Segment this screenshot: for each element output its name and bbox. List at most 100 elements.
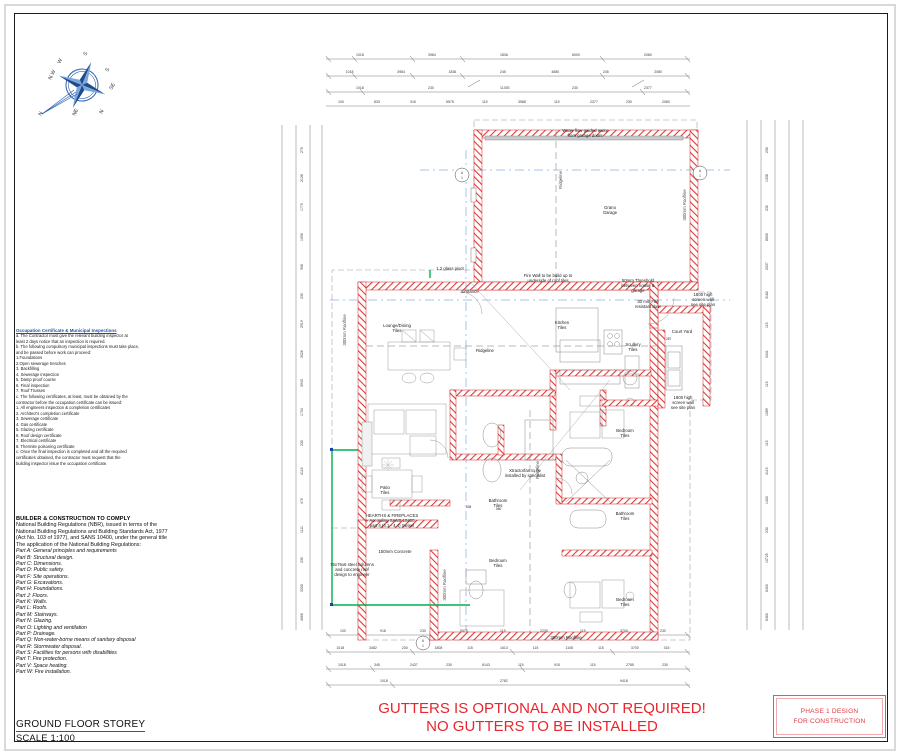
dimension-top_row4: 3588 [518, 100, 526, 104]
note-item: b. The following compulsory municipal in… [16, 344, 140, 350]
note-item: 5. Glazing certificate [16, 427, 54, 433]
banner-line-2: NO GUTTERS TO BE INSTALLED [426, 717, 658, 735]
dimension-bottom_row1: 230 [660, 629, 666, 633]
dimension-top_row4: 315 [410, 100, 416, 104]
dimension-bottom_row2: 3482 [369, 646, 377, 650]
annotation-hearths: HEARTHS & FIREPLACES According SANS 1040… [365, 513, 419, 529]
dimension-bottom_row2: 1018 [336, 646, 345, 650]
dimension-bottom_row2: 115 [532, 646, 539, 650]
builder-part-item: Part C: Dimensions. [16, 561, 63, 568]
svg-text:N: N [98, 109, 105, 115]
dimension-top_row3: 11393 [500, 86, 510, 90]
annotation-roofline-left: 300mm Roofline [342, 314, 347, 346]
dimension-left_col: 470 [300, 498, 304, 505]
dimension-bottom_row3: 115 [590, 663, 596, 667]
svg-text:S: S [104, 67, 111, 73]
builder-heading: BUILDER & CONSTRUCTION TO COMPLY [16, 516, 131, 522]
dimension-top_row4: 2080 [662, 100, 670, 104]
builder-paragraph-line: (Act No. 103 of 1977), and SANS 10400, u… [16, 535, 168, 542]
room-label-lounge: Lounge/Dining Tiles [383, 323, 411, 334]
note-item: 5. Damp proof course [16, 377, 56, 383]
dimension-left_col: 1111 [300, 526, 304, 534]
dimension-left_col: 1734 [300, 408, 304, 417]
dimension-top_row2: 1836 [448, 70, 457, 74]
dimension-right_col: 6460 [765, 613, 769, 622]
dimension-bottom_row1: 115 [580, 629, 586, 633]
room-label-bath1: Bathroom Tiles [488, 498, 508, 509]
dimension-bottom_row2: 1108 [565, 646, 573, 650]
note-item: 1.Foundations [16, 355, 43, 361]
note-item: c. The following certificates, at least,… [16, 394, 128, 400]
compass-rose: N W N.W S S SE N NE [30, 28, 130, 120]
notes-list: a. The Contractor must give the relevant… [16, 333, 212, 466]
dimension-bottom_row3: 6143 [482, 663, 490, 667]
dimension-left_col: 230 [300, 293, 304, 300]
dimension-left_col: 4116 [300, 467, 304, 475]
dimension-left_col: 1096 [300, 232, 304, 241]
dimension-right_col: 3441 [765, 349, 769, 358]
dimension-top_row4: 100 [338, 100, 344, 104]
annotation-ridge-low: Ridgeline [535, 461, 540, 479]
svg-text:1: 1 [699, 174, 701, 178]
svg-text:W: W [56, 58, 64, 65]
dimension-right_col: 6400 [765, 584, 769, 593]
dimension-bottom_row2: 115 [467, 646, 473, 650]
note-item: building inspector issue the occupation … [16, 460, 108, 466]
note-item: 2. Architect's completion certificate [16, 410, 80, 416]
svg-text:SE: SE [108, 82, 117, 91]
dimension-left_col: 4666 [300, 613, 304, 622]
annotation-ridgeline-main: Ridgeline [476, 348, 494, 353]
builder-part-item: Part L: Roofs. [16, 605, 48, 612]
dimension-left_col: 1775 [300, 203, 304, 212]
dimension-bottom_row3: 915 [554, 663, 560, 667]
dimension-top_row4: 230 [626, 100, 632, 104]
sheet-inner-border [14, 13, 888, 742]
annotation-entrance: Entrance [461, 289, 479, 294]
dimension-top_row2: 2080 [654, 70, 663, 74]
builder-part-item: Part F: Site operations. [16, 573, 70, 580]
dimension-right_col: 1400 [765, 496, 769, 505]
dimension-bottom_row3: 115 [518, 663, 524, 667]
dimension-top_row1: 1836 [500, 53, 508, 57]
builder-part-item: Part S: Facilities for persons with disa… [16, 649, 117, 656]
builder-part-item: Part H: Foundations. [16, 586, 64, 593]
phase-stamp: PHASE 1 DESIGN FOR CONSTRUCTION [773, 695, 886, 738]
note-item: 7. Electrical certificate [16, 438, 57, 444]
dimension-bottom_row2: 1613 [500, 646, 508, 650]
room-label-patio: Patio Tiles [380, 485, 390, 496]
annotation-concrete: 150mm Concrete [378, 549, 412, 554]
room-label-kitchen: Kitchen Tiles [554, 320, 570, 331]
phase-line-2: FOR CONSTRUCTION [793, 718, 866, 725]
note-item: 7. Roof Trusses [16, 388, 45, 394]
dimension-top_row4: 115 [554, 100, 560, 104]
dimension-bottom_row3: 230 [446, 663, 452, 667]
svg-text:A: A [699, 169, 702, 173]
dimension-bottom_row1: 2235 [540, 629, 548, 633]
dimension-bottom_row1: 115 [500, 629, 506, 633]
note-item: contractor before the occupation certifi… [16, 399, 123, 405]
annotation-fire-door: 30 min Fire resistant door [634, 299, 662, 310]
dimension-right_col: 1089 [765, 408, 769, 417]
dimension-bottom_row4: 1018 [380, 679, 388, 683]
dimension-bottom_row1: 918 [380, 629, 386, 633]
annotation-threshold: 50mm Threshold between house & garage [621, 278, 655, 294]
dimension-top_row1: 3984 [428, 53, 436, 57]
dimension-bottom_row2: 1808 [434, 646, 443, 650]
builder-part-item: Part T: Fire protection. [16, 656, 68, 663]
svg-text:580: 580 [496, 507, 502, 511]
sheet-outer-border [4, 4, 896, 751]
banner-line-1: GUTTERS IS OPTIONAL AND NOT REQUIRED! [378, 700, 706, 717]
svg-text:638: 638 [466, 505, 472, 509]
annotation-screen-wall-top: 1800 high screen wall see site plan [690, 292, 716, 308]
note-item: 1. All engineers inspection & completion… [16, 405, 111, 411]
builder-part-item: Part Q: Non-water-borne means of sanitar… [16, 637, 136, 644]
builder-part-item: Part O: Lighting and ventilation [16, 624, 87, 631]
annotation-firewall: Fire Wall to be build up to underside of… [523, 273, 573, 284]
dimension-top_row1: 6000 [572, 53, 580, 57]
builder-part-item: Part G: Excavations. [16, 580, 64, 587]
dimension-top_row2: 1018 [345, 70, 354, 74]
dimension-left_col: 230 [300, 556, 304, 563]
dimension-top_row2: 245 [500, 70, 506, 74]
